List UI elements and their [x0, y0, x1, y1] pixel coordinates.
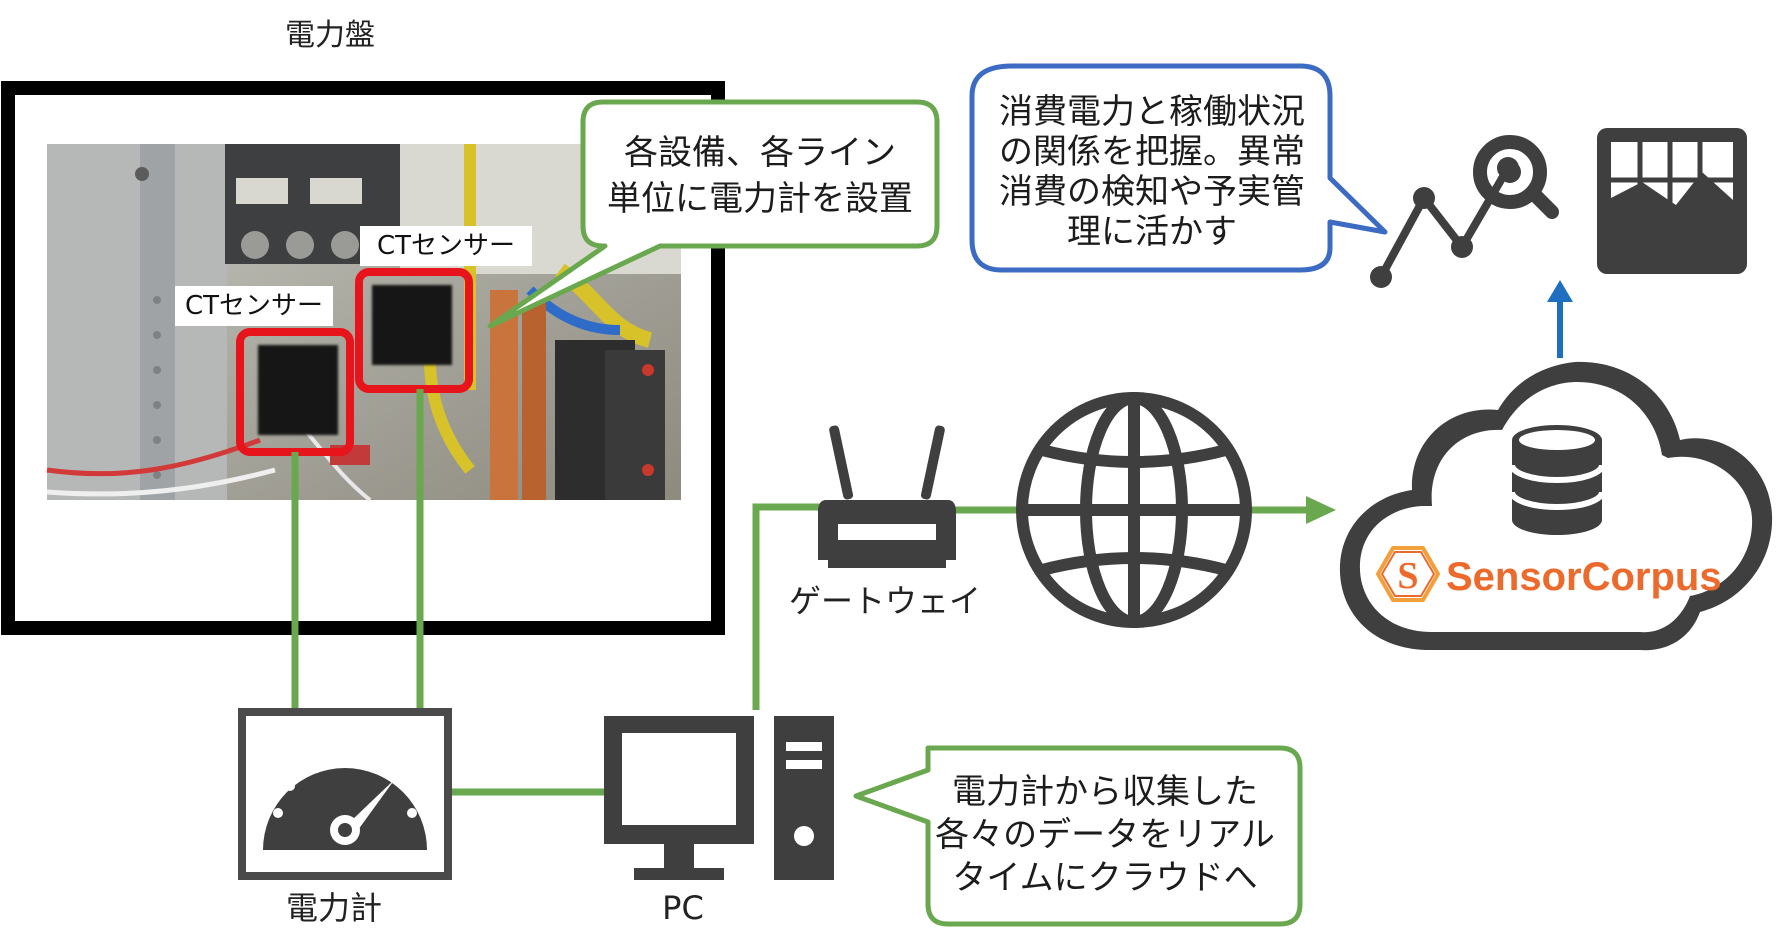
- dashboard-chart-icon: [1597, 128, 1747, 274]
- database-icon: [1509, 425, 1605, 535]
- callout-install-line-1: 各設備、各ライン: [624, 133, 896, 173]
- cloud: S SensorCorpus: [1339, 361, 1773, 651]
- callout-analysis-line-1: 消費電力と稼働状況: [999, 92, 1305, 132]
- power-meter-label: 電力計: [286, 889, 382, 927]
- callout-analysis: 消費電力と稼働状況 の関係を把握。異常 消費の検知や予実管 理に活かす: [969, 63, 1388, 273]
- callout-realtime: 電力計から収集した 各々のデータをリアル タイムにクラウドへ: [853, 745, 1303, 927]
- gateway: ゲートウェイ: [789, 425, 981, 620]
- power-meter: 電力計: [238, 708, 452, 927]
- router-icon: [818, 425, 956, 568]
- desktop-pc-icon: [604, 716, 834, 880]
- gauge-icon: [263, 748, 427, 850]
- pc-label: PC: [662, 889, 704, 927]
- globe-icon: [1016, 392, 1252, 628]
- internet-to-cloud-arrow: [1250, 496, 1336, 524]
- pc: PC: [604, 716, 834, 927]
- callout-realtime-line-1: 電力計から収集した: [952, 772, 1258, 812]
- callout-analysis-line-3: 消費の検知や予実管: [999, 172, 1305, 212]
- callout-realtime-line-3: タイムにクラウドへ: [952, 858, 1257, 898]
- sensorcorpus-logo-icon: S: [1375, 546, 1441, 602]
- connector-lines: [291, 389, 1020, 796]
- callout-realtime-line-2: 各々のデータをリアル: [935, 815, 1275, 855]
- callout-install-line-2: 単位に電力計を設置: [607, 179, 913, 219]
- ct-sensor-label-2: CTセンサー: [377, 231, 515, 261]
- ct-sensor-label-1: CTセンサー: [185, 291, 323, 321]
- callout-analysis-line-4: 理に活かす: [1067, 212, 1237, 252]
- cloud-to-analysis-arrow: [1547, 280, 1573, 358]
- ct-sensor-highlight-2: [355, 268, 473, 393]
- callout-analysis-line-2: の関係を把握。異常: [999, 132, 1305, 172]
- panel-photo: [46, 144, 681, 502]
- analytics-search-icon: [1370, 135, 1559, 288]
- sensorcorpus-logo-letter: S: [1397, 555, 1418, 597]
- gateway-label: ゲートウェイ: [789, 582, 981, 620]
- panel-title: 電力盤: [285, 18, 375, 53]
- callout-install: 各設備、各ライン 単位に電力計を設置: [487, 99, 940, 329]
- sensorcorpus-brand: SensorCorpus: [1446, 555, 1722, 599]
